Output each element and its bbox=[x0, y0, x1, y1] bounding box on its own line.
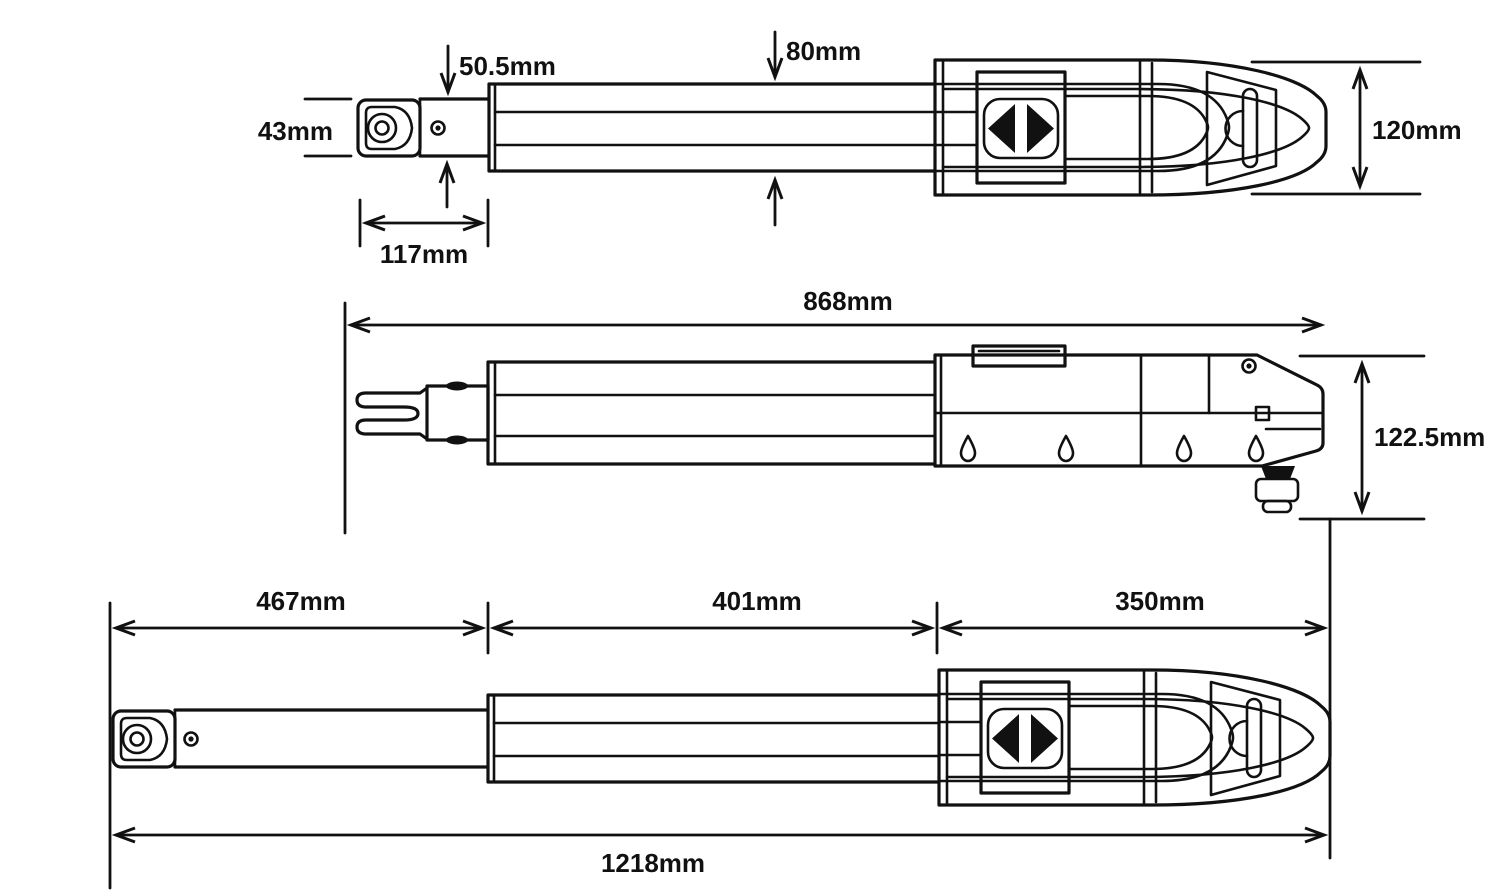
side-view: 868mm 122.5mm bbox=[343, 286, 1485, 860]
dim-overall-extended-length: 1218mm bbox=[116, 835, 1324, 878]
dim-label-tube-diameter: 80mm bbox=[786, 36, 861, 66]
dim-label-housing-height: 122.5mm bbox=[1374, 422, 1485, 452]
dim-label-housing-width: 120mm bbox=[1372, 115, 1462, 145]
dim-label-housing-length: 350mm bbox=[1115, 586, 1205, 616]
top-mounting-plate bbox=[971, 344, 1067, 368]
top-view-retracted: 50.5mm 80mm 43mm 117mm 120mm bbox=[258, 30, 1462, 269]
dim-label-overall-extended-length: 1218mm bbox=[601, 848, 705, 878]
dim-label-overall-length-side: 868mm bbox=[803, 286, 893, 316]
outer-tube-extended bbox=[486, 693, 941, 784]
outer-tube bbox=[487, 82, 937, 173]
dim-label-front-section-length: 117mm bbox=[380, 239, 468, 269]
dim-rod-diameter: 50.5mm bbox=[447, 44, 556, 209]
dim-housing-width: 120mm bbox=[1250, 60, 1462, 196]
dim-housing-height: 122.5mm bbox=[1298, 354, 1485, 521]
dim-label-end-fitting-width: 43mm bbox=[258, 116, 333, 146]
cable-gland bbox=[1254, 466, 1300, 514]
dim-end-fitting-width: 43mm bbox=[258, 97, 353, 158]
top-view-extended: 467mm 401mm 350mm 1218mm bbox=[108, 586, 1332, 890]
dim-label-rod-extension: 467mm bbox=[256, 586, 346, 616]
dim-housing-length: 350mm bbox=[943, 586, 1324, 628]
dim-overall-length-side: 868mm bbox=[351, 286, 1321, 325]
dim-label-rod-diameter: 50.5mm bbox=[459, 51, 556, 81]
outer-tube-side bbox=[486, 360, 937, 466]
dim-tube-diameter: 80mm bbox=[775, 30, 861, 227]
dim-front-section-length: 117mm bbox=[358, 198, 490, 269]
dim-rod-extension: 467mm bbox=[116, 586, 482, 628]
rear-bracket-tab bbox=[1254, 405, 1271, 422]
dim-tube-length: 401mm bbox=[494, 586, 931, 628]
motor-housing-side bbox=[933, 344, 1325, 514]
dim-label-tube-length: 401mm bbox=[712, 586, 802, 616]
